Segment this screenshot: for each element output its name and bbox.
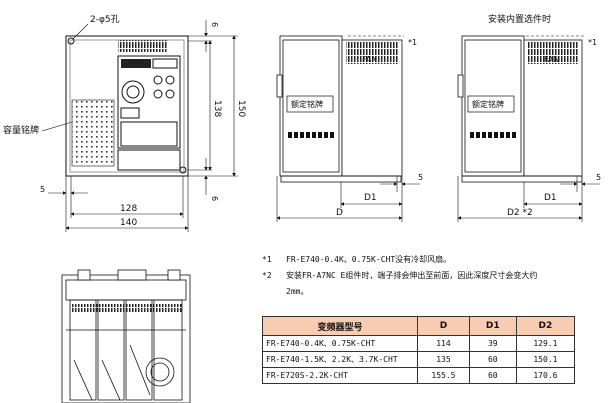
- option-fan-label: FAN: [544, 55, 559, 64]
- option-plate-label: 额定铭牌: [472, 99, 504, 109]
- capacity-plate-label: 容量铭牌: [3, 124, 39, 136]
- dim-height-total: 150: [236, 100, 246, 117]
- cell-D: 135: [417, 351, 470, 368]
- dim-bottom-gap: 6: [210, 196, 219, 201]
- table-header-row: 变频器型号 D D1 D2: [261, 316, 576, 336]
- side-fan-label: FAN: [362, 55, 377, 64]
- header-D: D: [417, 316, 470, 336]
- holes-label: 2-φ5孔: [90, 14, 120, 25]
- dim-hole-offset: 5: [40, 185, 45, 194]
- setting-dial-icon: [121, 80, 145, 104]
- dim-D1-option: D1: [544, 193, 557, 203]
- mount-hole: [67, 37, 75, 45]
- cell-D2: 170.6: [515, 367, 576, 384]
- dim-top-gap: 6: [210, 22, 219, 27]
- cell-model: FR-E740-0.4K、0.75K-CHT: [261, 335, 419, 352]
- dim-width-inner: 128: [120, 204, 137, 214]
- note-text: 2mm。: [286, 287, 309, 296]
- cell-D: 155.5: [417, 367, 470, 384]
- dim-D1: D1: [364, 193, 377, 203]
- note-row: *1 FR-E740-0.4K、0.75K-CHT没有冷却风扇。: [262, 252, 602, 268]
- note-text: FR-E740-0.4K、0.75K-CHT没有冷却风扇。: [286, 255, 452, 264]
- table-row: FR-E720S-2.2K-CHT 155.5 60 170.6: [261, 367, 576, 384]
- cell-D2: 150.1: [515, 351, 576, 368]
- option-note-mark: *1: [588, 38, 597, 47]
- note-row: *2 安装FR-A7NC E组件时，端子排会伸出至前面，因此深度尺寸会变大约: [262, 268, 602, 284]
- table-row: FR-E740-1.5K、2.2K、3.7K-CHT 135 60 150.1: [261, 351, 576, 368]
- bottom-view: [61, 269, 191, 403]
- capacity-plate-area: [71, 99, 115, 167]
- dim-option-right-gap: 5: [596, 173, 601, 182]
- side-note-mark: *1: [408, 38, 417, 47]
- terminal-row: [288, 132, 334, 138]
- table-row: FR-E740-0.4K、0.75K-CHT 114 39 129.1: [261, 335, 576, 352]
- note-text: 安装FR-A7NC E组件时，端子排会伸出至前面，因此深度尺寸会变大约: [286, 271, 538, 280]
- header-D1: D1: [468, 316, 517, 336]
- dim-width-total: 140: [120, 218, 137, 228]
- side-plate-label: 额定铭牌: [291, 99, 323, 109]
- note-row: 2mm。: [262, 284, 602, 300]
- dim-D2: D2 *2: [507, 208, 533, 218]
- header-D2: D2: [515, 316, 576, 336]
- cell-model: FR-E740-1.5K、2.2K、3.7K-CHT: [261, 351, 419, 368]
- cell-D2: 129.1: [515, 335, 576, 352]
- front-view: [65, 35, 189, 177]
- cell-model: FR-E720S-2.2K-CHT: [261, 367, 419, 384]
- note-mark: *1: [262, 255, 272, 264]
- note-mark: *2: [262, 271, 272, 280]
- notes-block: *1 FR-E740-0.4K、0.75K-CHT没有冷却风扇。 *2 安装FR-A…: [262, 252, 602, 300]
- cell-D1: 60: [468, 351, 517, 368]
- dimension-table: 变频器型号 D D1 D2 FR-E740-0.4K、0.75K-CHT 114…: [261, 316, 576, 384]
- header-model: 变频器型号: [261, 316, 419, 336]
- dim-height-inner: 138: [212, 100, 222, 117]
- operation-panel: [117, 55, 181, 149]
- option-view-title: 安装内置选件时: [488, 13, 551, 25]
- cell-D1: 39: [468, 335, 517, 352]
- dim-side-right-gap: 5: [418, 173, 423, 182]
- option-terminal-row: [470, 132, 516, 138]
- cell-D: 114: [417, 335, 470, 352]
- cell-D1: 60: [468, 367, 517, 384]
- dim-D: D: [336, 208, 343, 218]
